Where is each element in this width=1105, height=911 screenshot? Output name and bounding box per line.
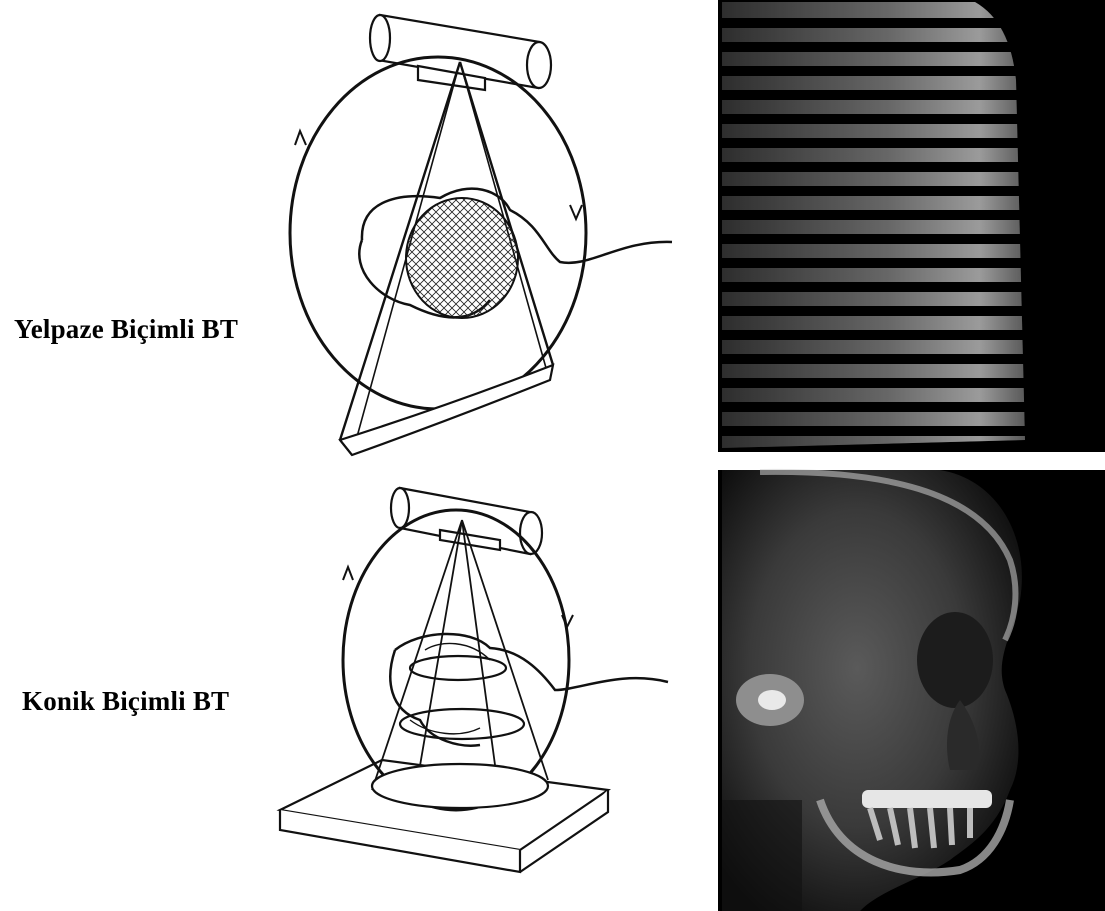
slice-gap [722, 42, 1025, 52]
slice-gap [722, 138, 1025, 148]
slice-gap [722, 162, 1025, 172]
slice-gap [722, 378, 1025, 388]
slice-gap [722, 66, 1025, 76]
slice-gap [722, 234, 1025, 244]
cone-beam-skull-image [718, 470, 1105, 911]
slice-gap [722, 354, 1025, 364]
scanned-slice-top [406, 198, 518, 318]
slice-gap [722, 402, 1025, 412]
slice-gap [722, 210, 1025, 220]
slice-gap [722, 18, 1025, 28]
cone-beam-diagram [280, 488, 668, 872]
slice-gap [722, 114, 1025, 124]
xray-tube-top [370, 15, 551, 90]
slice-gap [722, 186, 1025, 196]
slice-gap [722, 282, 1025, 292]
slice-gap [722, 258, 1025, 268]
slice-gap [722, 426, 1025, 436]
slice-gap [722, 90, 1025, 100]
fan-beam-diagram [290, 15, 672, 455]
slice-gap [722, 330, 1025, 340]
slice-gap [722, 306, 1025, 316]
fan-beam-slice-image [718, 0, 1105, 452]
